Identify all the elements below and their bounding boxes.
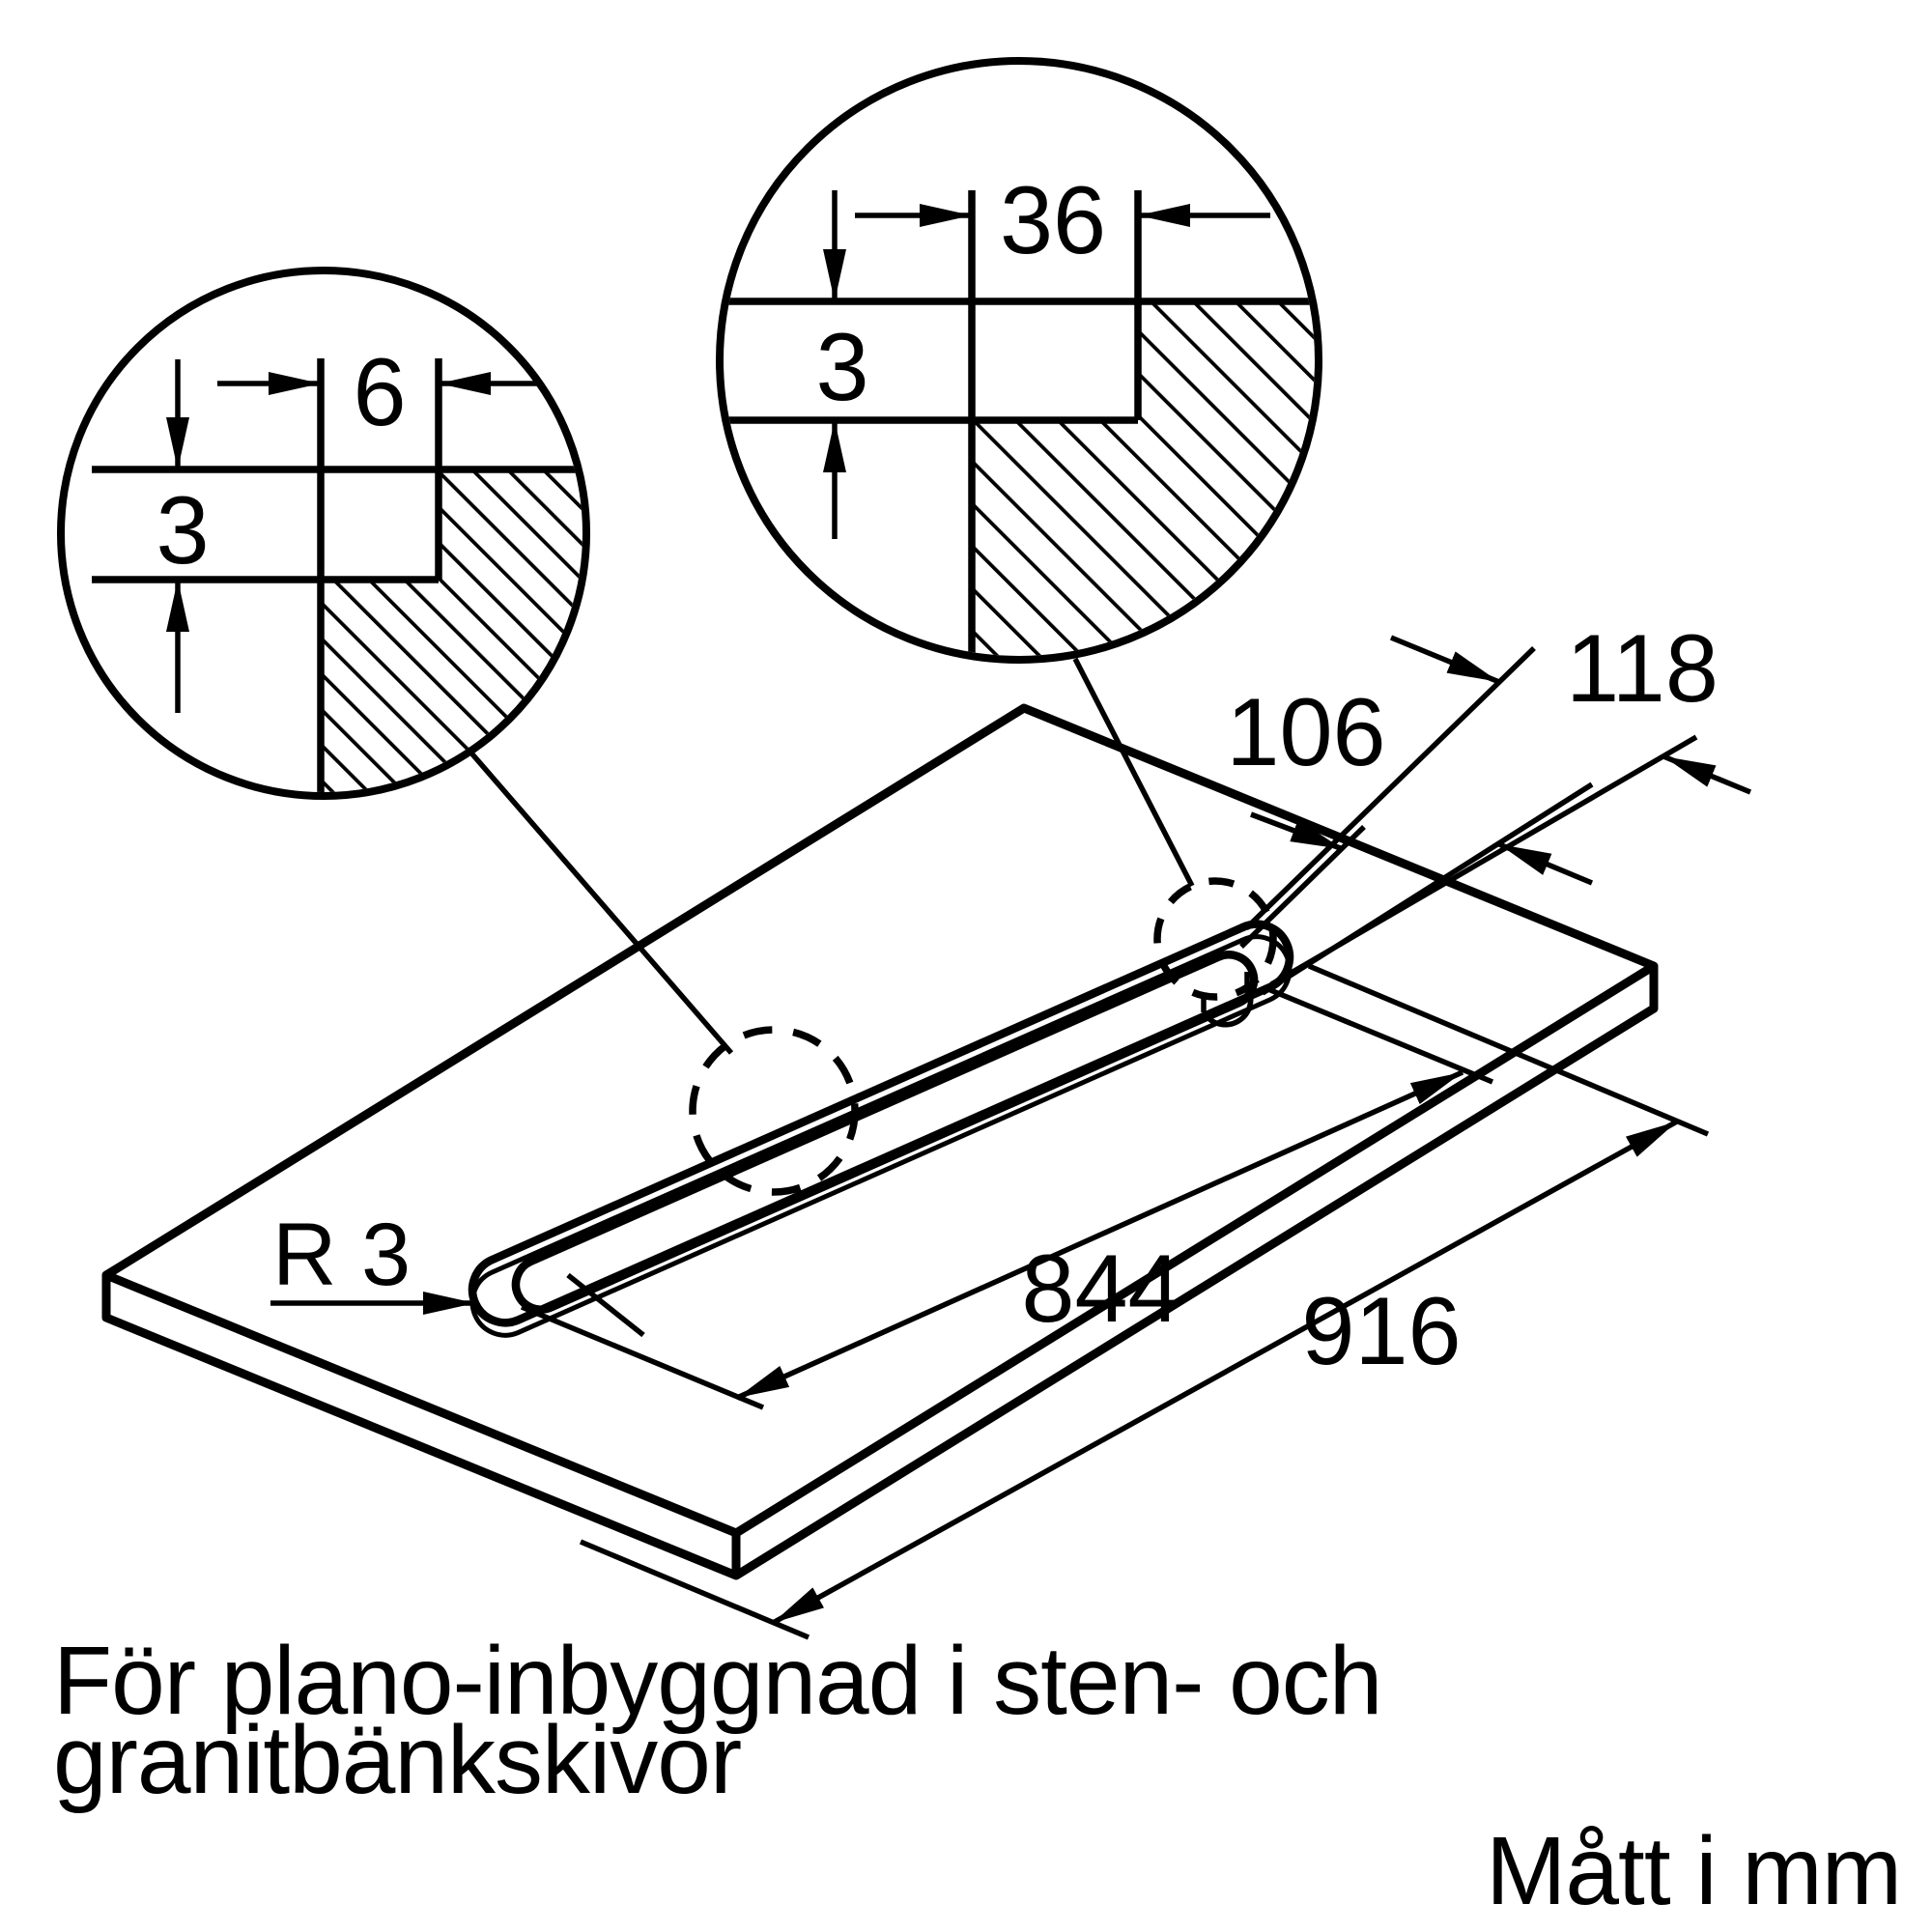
caption-line-1: För plano-inbyggnad i sten- och xyxy=(53,1627,1382,1735)
extension-line xyxy=(1307,963,1710,1137)
dim-arrow xyxy=(1389,635,1501,685)
dim-arrow xyxy=(1250,811,1344,852)
dim-arrow xyxy=(1497,841,1594,886)
dim-arrow xyxy=(1662,753,1752,795)
hole-width-label: 106 xyxy=(1226,678,1385,785)
caption-line-2: granitbänkskivor xyxy=(53,1706,742,1814)
leader-line-right xyxy=(1072,657,1195,888)
detail-left-depth-label: 3 xyxy=(156,476,209,583)
extension-line xyxy=(520,1304,765,1410)
extension-line xyxy=(1244,646,1536,930)
hatch-upper-block xyxy=(439,469,582,580)
detail-left-width-label: 6 xyxy=(353,338,406,445)
callout-circle-right xyxy=(1153,877,1277,1001)
detail-circle-right: 36 3 xyxy=(716,57,1322,664)
countertop-slab xyxy=(101,703,1659,1580)
hatch-lower-block xyxy=(321,580,582,792)
units-note: Mått i mm xyxy=(1486,1817,1902,1925)
hole-length-label: 844 xyxy=(1021,1235,1180,1342)
detail-right-depth-label: 3 xyxy=(815,313,868,420)
rebate-width-label: 118 xyxy=(1566,614,1719,722)
corner-radius-label: R 3 xyxy=(272,1206,411,1304)
dimension-rebate-width: 118 xyxy=(1244,614,1752,987)
hatch-upper-block xyxy=(1138,301,1315,420)
dimension-corner-radius: R 3 xyxy=(270,1206,475,1315)
hole-end-wall-left xyxy=(566,1272,645,1338)
extension-line xyxy=(579,1539,810,1640)
detail-right-circle-outline xyxy=(716,57,1322,664)
detail-right-width-label: 36 xyxy=(1000,166,1106,273)
detail-left-circle-outline xyxy=(57,267,590,800)
leader-line-left xyxy=(465,747,734,1055)
dimension-rebate-length: 916 xyxy=(579,963,1710,1640)
dim-line xyxy=(771,1119,1679,1626)
extension-line xyxy=(1262,984,1494,1085)
extension-line xyxy=(1269,734,1698,987)
detail-circle-left: 6 3 xyxy=(57,267,590,800)
slab-left-front-face xyxy=(101,1275,741,1580)
hole-depth-edge-right xyxy=(1201,984,1254,1028)
rebate-length-label: 916 xyxy=(1301,1277,1461,1384)
